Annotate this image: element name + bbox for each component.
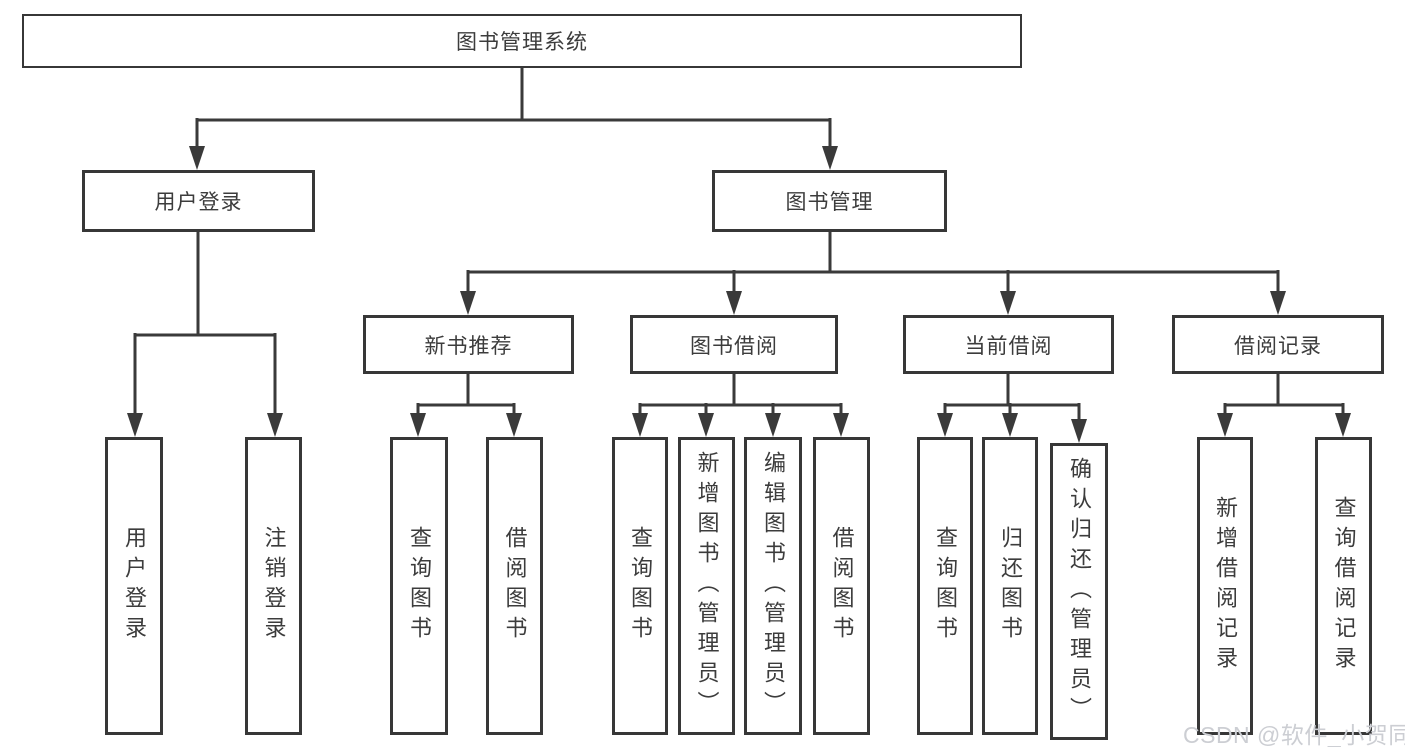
leaf-query-books-borrowing-label: 查询图书: [628, 526, 653, 646]
leaf-user-login: 用户登录: [105, 437, 163, 735]
node-book-management: 图书管理: [712, 170, 947, 232]
node-new-book-recommend: 新书推荐: [363, 315, 574, 374]
leaf-query-borrow-record-label: 查询借阅记录: [1331, 496, 1357, 676]
leaf-borrow-books-recommend-label: 借阅图书: [502, 526, 528, 646]
node-root: 图书管理系统: [22, 14, 1022, 68]
node-current-borrowing: 当前借阅: [903, 315, 1114, 374]
leaf-query-books-recommend: 查询图书: [390, 437, 448, 735]
leaf-return-book-label: 归还图书: [998, 526, 1023, 646]
csdn-watermark-text: CSDN @软件_小贺同学: [1183, 722, 1405, 747]
leaf-query-borrow-record: 查询借阅记录: [1315, 437, 1372, 735]
leaf-add-book-admin: 新增图书（管理员）: [678, 437, 735, 735]
node-new-book-recommend-label: 新书推荐: [424, 334, 513, 358]
leaf-add-book-admin-label: 新增图书（管理员）: [694, 451, 720, 721]
leaf-query-books-borrowing: 查询图书: [612, 437, 668, 735]
csdn-watermark: CSDN @软件_小贺同学: [1183, 716, 1405, 747]
node-current-borrowing-label: 当前借阅: [964, 334, 1053, 358]
leaf-query-books-recommend-label: 查询图书: [407, 526, 432, 646]
node-borrowing-records: 借阅记录: [1172, 315, 1384, 374]
arrowheads: [127, 146, 1351, 443]
node-book-management-label: 图书管理: [785, 191, 874, 214]
leaf-query-books-current-label: 查询图书: [933, 526, 958, 646]
leaf-borrow-books-label: 借阅图书: [829, 526, 855, 646]
leaf-return-book: 归还图书: [982, 437, 1038, 735]
leaf-logout: 注销登录: [245, 437, 302, 735]
leaf-query-books-current: 查询图书: [917, 437, 973, 735]
leaf-confirm-return-admin: 确认归还（管理员）: [1050, 443, 1108, 740]
leaf-confirm-return-admin-label: 确认归还（管理员）: [1067, 456, 1092, 727]
leaf-edit-book-admin: 编辑图书（管理员）: [744, 437, 802, 735]
leaf-add-borrow-record: 新增借阅记录: [1197, 437, 1253, 735]
leaf-user-login-label: 用户登录: [122, 526, 147, 646]
leaf-logout-label: 注销登录: [261, 526, 287, 646]
node-user-login-label: 用户登录: [154, 191, 243, 214]
node-user-login: 用户登录: [82, 170, 315, 232]
node-book-borrowing-label: 图书借阅: [690, 334, 778, 358]
node-root-label: 图书管理系统: [456, 31, 588, 54]
leaf-add-borrow-record-label: 新增借阅记录: [1213, 496, 1238, 676]
node-book-borrowing: 图书借阅: [630, 315, 838, 374]
leaf-borrow-books: 借阅图书: [813, 437, 870, 735]
node-borrowing-records-label: 借阅记录: [1234, 334, 1322, 358]
leaf-edit-book-admin-label: 编辑图书（管理员）: [761, 451, 786, 721]
leaf-borrow-books-recommend: 借阅图书: [486, 437, 543, 735]
